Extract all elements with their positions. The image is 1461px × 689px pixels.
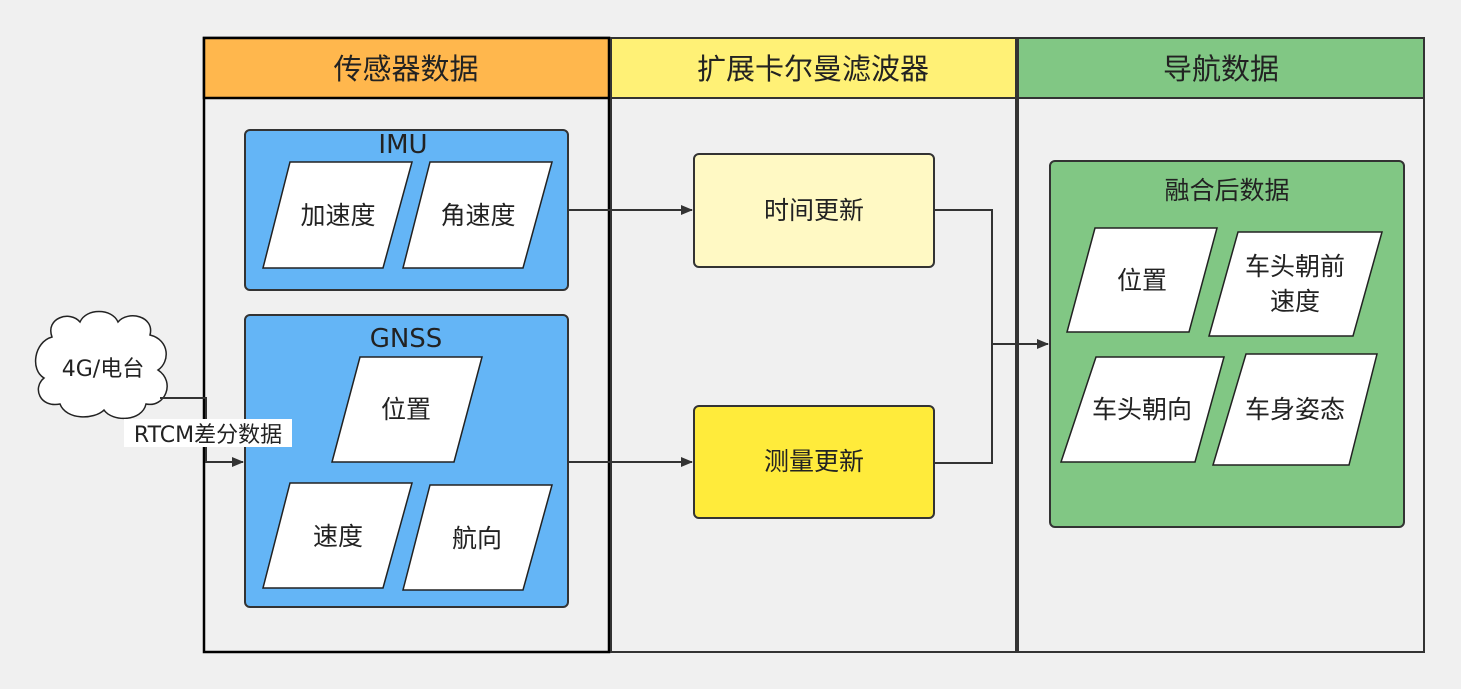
edge-measure-update-merge <box>934 344 993 464</box>
cloud-label: 4G/电台 <box>62 357 144 382</box>
column-ekf: 扩展卡尔曼滤波器 <box>610 37 1017 653</box>
gnss-velocity-node <box>262 482 413 589</box>
fused-attitude-label: 车身姿态 <box>1245 395 1345 424</box>
fused-position-node <box>1066 227 1218 333</box>
edge-label-rtcm: RTCM差分数据 <box>134 423 282 448</box>
measure-update-label: 测量更新 <box>764 447 864 476</box>
edge-label-bg <box>124 419 292 447</box>
column-title-sensor: 传感器数据 <box>333 52 478 86</box>
fused-title: 融合后数据 <box>1164 176 1289 205</box>
gnss-heading-node <box>402 484 553 591</box>
fused-data-group: 融合后数据 位置 车头朝前 速度 车头朝向 车身姿态 <box>1049 160 1405 528</box>
column-header-nav <box>1017 37 1425 99</box>
fused-forward-speed-line1: 车头朝前 <box>1245 252 1345 281</box>
column-header-sensor <box>202 36 611 100</box>
gnss-title: GNSS <box>370 324 443 354</box>
fused-heading-node <box>1059 356 1225 463</box>
imu-accel-node <box>262 161 413 269</box>
measure-update-node: 测量更新 <box>693 405 935 519</box>
gnss-velocity-label: 速度 <box>313 522 363 551</box>
imu-group: IMU 加速度 角速度 <box>244 129 569 291</box>
column-header-ekf <box>610 37 1017 99</box>
edge-time-update-merge <box>934 209 993 344</box>
cloud-4g-radio: 4G/电台 <box>34 310 168 419</box>
imu-title: IMU <box>378 130 427 160</box>
column-title-ekf: 扩展卡尔曼滤波器 <box>697 52 929 86</box>
gnss-group: GNSS 位置 速度 航向 <box>244 314 569 608</box>
imu-gyro-label: 角速度 <box>440 201 515 230</box>
fused-forward-speed-node <box>1208 231 1383 337</box>
gnss-heading-label: 航向 <box>452 524 502 553</box>
fused-heading-label: 车头朝向 <box>1092 395 1192 424</box>
column-title-nav: 导航数据 <box>1163 52 1279 86</box>
gnss-position-node <box>331 356 483 463</box>
time-update-label: 时间更新 <box>764 196 864 225</box>
time-update-node: 时间更新 <box>693 153 935 268</box>
imu-accel-label: 加速度 <box>300 201 375 230</box>
fused-forward-speed-line2: 速度 <box>1270 287 1320 316</box>
fused-position-label: 位置 <box>1117 266 1167 295</box>
imu-gyro-node <box>402 161 553 269</box>
gnss-position-label: 位置 <box>381 395 431 424</box>
fused-attitude-node <box>1211 353 1378 466</box>
